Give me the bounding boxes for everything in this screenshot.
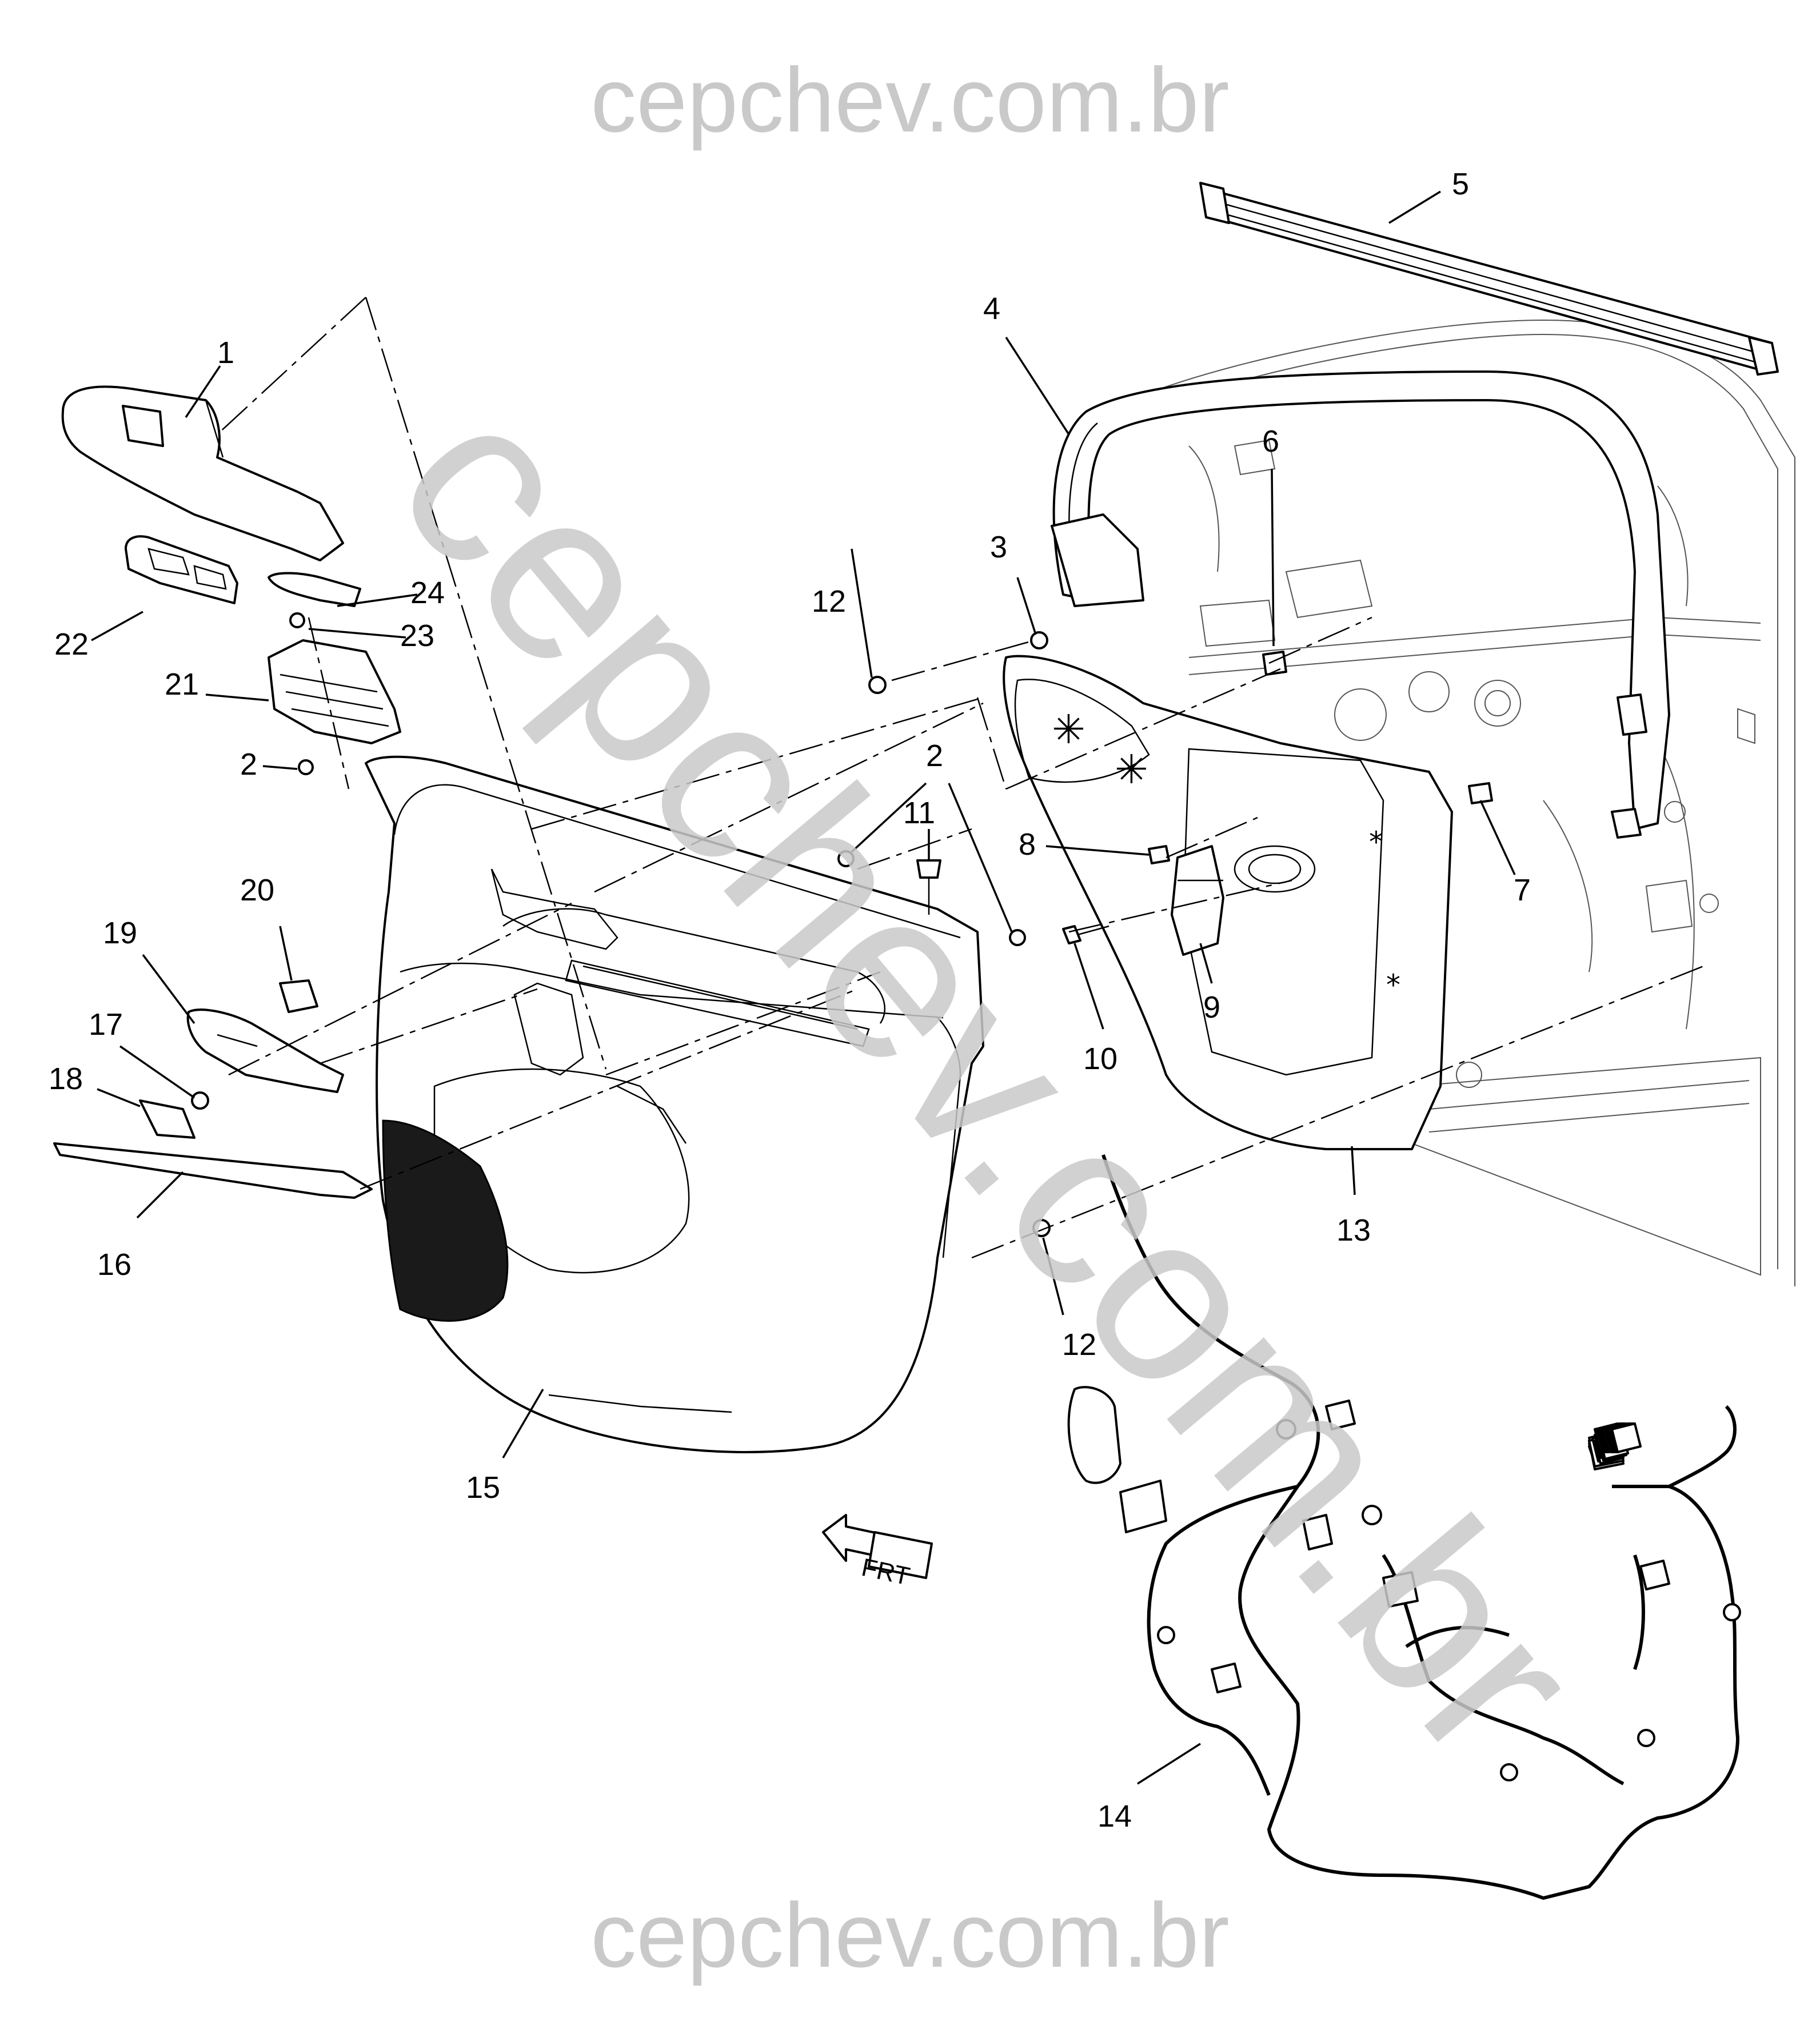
water-deflector: ✳ ✳ * *	[1003, 655, 1453, 1150]
callout-12-lower: 12	[1062, 1328, 1096, 1362]
screw-23	[289, 612, 305, 628]
front-direction-marker: FRT	[822, 1514, 933, 1590]
callout-2-left: 2	[240, 747, 257, 782]
callout-2-center: 2	[926, 739, 943, 773]
callout-24: 24	[410, 576, 445, 610]
pad-18	[139, 1099, 195, 1139]
callout-23: 23	[400, 619, 434, 653]
callout-5: 5	[1452, 167, 1469, 201]
callout-7: 7	[1514, 873, 1531, 907]
svg-text:✳: ✳	[1052, 706, 1085, 753]
switch-bracket-21	[268, 639, 401, 744]
door-trim-panel	[365, 755, 984, 1453]
callout-18: 18	[49, 1062, 83, 1096]
window-switch	[125, 535, 238, 604]
clip-7	[1468, 782, 1493, 804]
callout-15: 15	[466, 1470, 500, 1505]
pushpin-12-upper	[868, 676, 887, 694]
belt-weatherstrip	[1199, 182, 1779, 376]
watermark-top: cepchev.com.br	[590, 49, 1230, 151]
switch-bezel-24	[268, 572, 361, 607]
assembly-guide-lines	[217, 297, 1704, 1259]
clip-11	[916, 859, 941, 915]
handle-clip-20	[279, 979, 318, 1013]
screw-2-upper	[298, 759, 314, 775]
callout-12-upper: 12	[812, 584, 846, 619]
callout-11: 11	[903, 796, 935, 830]
svg-text:✳: ✳	[1115, 746, 1148, 793]
callout-20: 20	[240, 873, 274, 907]
inside-handle-bezel-19	[186, 1008, 344, 1093]
callout-13: 13	[1336, 1213, 1371, 1247]
callout-4: 4	[983, 292, 1000, 326]
callout-9: 9	[1203, 990, 1220, 1025]
callout-14: 14	[1097, 1799, 1132, 1833]
svg-text:*: *	[1386, 968, 1400, 1002]
fastener-3	[1030, 631, 1048, 649]
callout-3: 3	[990, 530, 1007, 564]
inside-handle-bracket	[1171, 845, 1224, 956]
watermark-bottom: cepchev.com.br	[590, 1884, 1230, 1986]
callout-22: 22	[54, 627, 89, 661]
callout-8: 8	[1019, 827, 1036, 862]
callout-1: 1	[217, 336, 234, 370]
callout-16: 16	[97, 1247, 131, 1282]
callout-10: 10	[1083, 1042, 1117, 1076]
door-wiring-harness	[1067, 1154, 1741, 1900]
callout-19: 19	[103, 916, 137, 950]
callout-6: 6	[1262, 424, 1279, 459]
trim-strip-16	[53, 1142, 373, 1199]
screw-2-b	[1009, 929, 1026, 946]
callout-17: 17	[89, 1007, 123, 1042]
callouts: 1 22 24 23 21 2 12 3 4 5 6 7 8 9 10 11 2…	[49, 167, 1531, 1833]
callout-21: 21	[165, 667, 199, 701]
door-frame-seal	[1051, 370, 1670, 839]
screw-2-a	[837, 850, 855, 867]
svg-text:*: *	[1369, 826, 1383, 859]
screw-17	[191, 1091, 209, 1110]
retainer-clip-8	[1148, 845, 1170, 864]
leader-lines	[91, 190, 1516, 1785]
door-shell	[1160, 319, 1795, 1286]
screw-10	[1062, 925, 1109, 944]
armrest-cover	[61, 385, 344, 561]
